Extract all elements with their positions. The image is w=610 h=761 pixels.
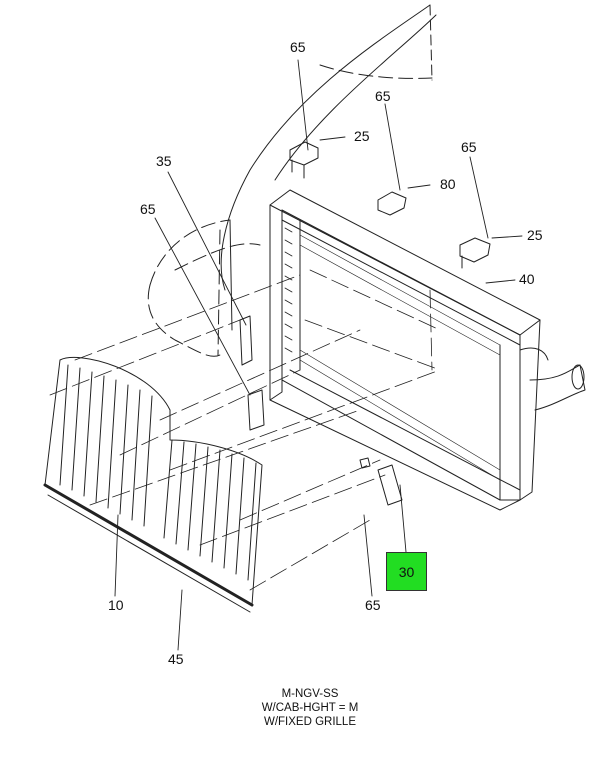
grille xyxy=(43,356,263,613)
callout-40: 40 xyxy=(519,271,535,287)
bracket-30 xyxy=(359,457,403,506)
phantom-lines xyxy=(49,269,441,591)
callout-30-highlighted[interactable]: 30 xyxy=(386,552,427,591)
leader-lines xyxy=(114,59,523,651)
callout-80: 80 xyxy=(440,176,456,192)
hood-outline xyxy=(147,4,437,357)
caption-line-2: W/CAB-HGHT = M xyxy=(261,702,359,714)
callout-10: 10 xyxy=(108,597,124,613)
caption-line-1: M-NGV-SS xyxy=(281,688,339,700)
callout-65-bottom: 65 xyxy=(365,597,381,613)
caption-line-3: W/FIXED GRILLE xyxy=(263,716,357,728)
callout-30-label: 30 xyxy=(398,563,415,580)
callout-25-right: 25 xyxy=(527,227,543,243)
radiator-frame xyxy=(269,189,586,511)
callout-65-mid: 65 xyxy=(375,88,391,104)
callout-35: 35 xyxy=(156,153,172,169)
callout-65-left: 65 xyxy=(140,201,156,217)
callout-45: 45 xyxy=(168,651,184,667)
bracket-35 xyxy=(239,315,253,366)
callout-25-top: 25 xyxy=(354,128,370,144)
callout-65-top: 65 xyxy=(290,39,306,55)
bracket-25-right xyxy=(459,237,491,269)
bracket-65-left xyxy=(247,389,265,431)
callout-65-right: 65 xyxy=(461,139,477,155)
bracket-25-top xyxy=(289,141,319,179)
bracket-80 xyxy=(377,191,407,216)
